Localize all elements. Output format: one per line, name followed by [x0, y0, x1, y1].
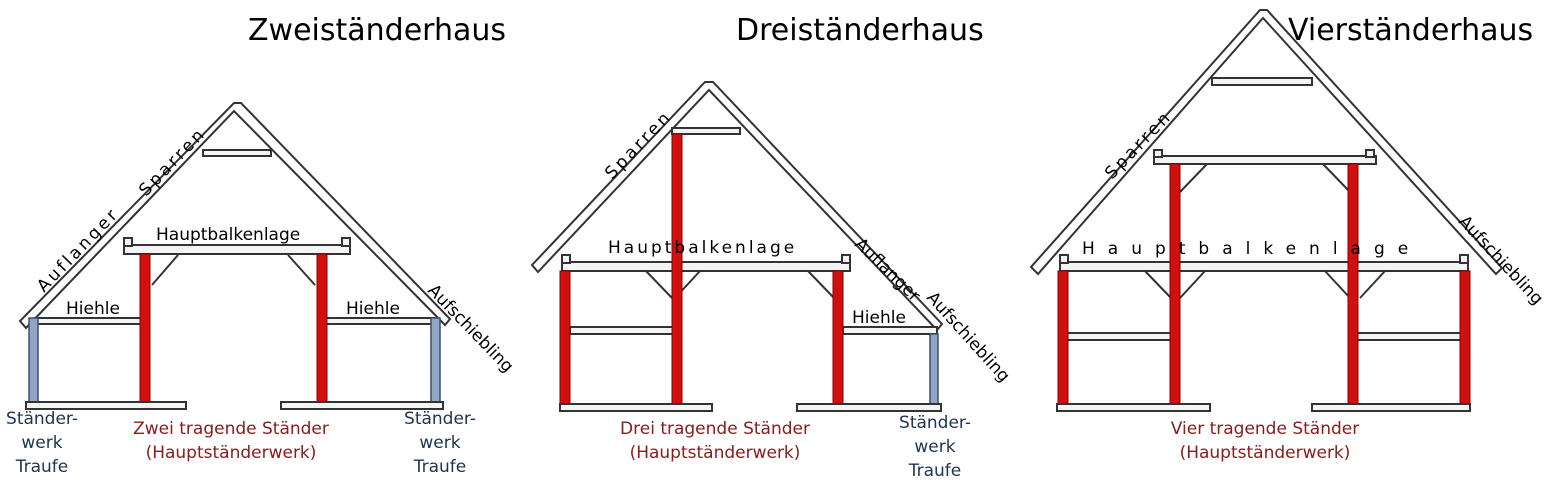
ground-sill-left: [25, 401, 187, 410]
main-post-left: [559, 270, 571, 405]
beam-end-right: [1459, 254, 1469, 264]
label-sparren: Sparren: [601, 107, 676, 184]
ground-sill-right: [796, 403, 942, 412]
collar-beam: [671, 127, 741, 135]
side-post-right: [430, 317, 441, 403]
label-side-line2: werk: [419, 433, 460, 453]
label-hiehle-right: Hiehle: [852, 308, 906, 328]
beam-end-left: [1153, 149, 1163, 158]
main-beam: [123, 244, 351, 255]
main-post-inner-left: [1169, 163, 1181, 405]
main-post-left: [139, 253, 151, 403]
caption-line2: (Hauptständerwerk): [1180, 443, 1351, 463]
house-title: Zweiständerhaus: [248, 13, 506, 48]
brace: [1144, 270, 1172, 299]
main-beam: [561, 261, 851, 272]
beam-end-right: [341, 237, 351, 247]
brace: [287, 254, 316, 286]
label-side-line1: Ständer-: [899, 413, 971, 433]
label-auflanger: Auflanger: [33, 204, 123, 297]
label-side-line2: werk: [21, 433, 62, 453]
ground-sill-right: [280, 401, 444, 410]
beam-end-left: [561, 254, 571, 264]
beam-end-left: [123, 237, 133, 247]
label-sparren: Sparren: [135, 124, 210, 201]
ground-sill-right: [1311, 403, 1471, 412]
label-hauptbalkenlage: Hauptbalkenlage: [608, 238, 797, 258]
brace: [1324, 270, 1351, 299]
label-hiehle-right: Hiehle: [346, 299, 400, 319]
side-beam-left: [1065, 332, 1173, 341]
label-side-line3: Traufe: [413, 457, 467, 477]
brace: [1179, 270, 1206, 299]
roof-rafters: [18, 102, 452, 330]
caption-line1: Drei tragende Ständer: [620, 419, 810, 439]
caption-line2: (Hauptständerwerk): [146, 443, 317, 463]
main-post-center: [671, 133, 683, 405]
house-zweistaenderhaus: Zweiständerhaus Sparren Hauptbalkenlage …: [6, 13, 517, 477]
brace: [1322, 163, 1351, 193]
label-side-line2: werk: [914, 437, 955, 457]
caption-line1: Vier tragende Ständer: [1171, 419, 1359, 439]
label-side-line1: Ständer-: [404, 409, 476, 429]
beam-end-left: [1059, 254, 1069, 264]
label-side-line1: Ständer-: [6, 409, 78, 429]
brace: [1359, 270, 1386, 299]
roof-rafters: [530, 81, 944, 332]
roof-rafters: [1029, 9, 1504, 276]
caption-line2: (Hauptständerwerk): [630, 443, 801, 463]
brace: [151, 254, 179, 286]
label-hauptbalkenlage: Hauptbalkenlage: [156, 225, 300, 245]
beam-end-right: [841, 254, 851, 264]
label-hauptbalkenlage: Hauptbalkenlage: [1082, 239, 1421, 259]
label-sparren: Sparren: [1101, 107, 1176, 184]
brace: [645, 270, 673, 299]
side-post-left: [28, 317, 39, 403]
collar-beam: [202, 149, 272, 157]
label-auflanger: Auflanger: [851, 234, 924, 306]
label-side-line3: Traufe: [908, 461, 962, 481]
side-beam-right: [1355, 332, 1463, 341]
house-dreistaenderhaus: Dreiständerhaus Sparren Hauptbalkenlage …: [530, 13, 1014, 481]
main-post-outer-right: [1459, 270, 1471, 405]
ground-sill-left: [559, 403, 713, 412]
main-post-inner-right: [1347, 163, 1359, 405]
label-side-line3: Traufe: [15, 457, 69, 477]
house-title: Vierständerhaus: [1288, 13, 1533, 48]
lower-beam: [569, 326, 677, 335]
main-post-outer-left: [1057, 270, 1069, 405]
caption-line1: Zwei tragende Ständer: [133, 419, 329, 439]
side-beam-right: [842, 326, 938, 335]
label-hiehle-left: Hiehle: [66, 299, 120, 319]
beam-end-right: [1365, 149, 1375, 158]
collar-beam-top: [1211, 77, 1313, 86]
main-post-right: [316, 253, 328, 403]
collar-beam: [1153, 155, 1377, 165]
brace: [807, 270, 835, 299]
house-title: Dreiständerhaus: [736, 13, 984, 48]
ground-sill-left: [1056, 403, 1211, 412]
brace: [1179, 163, 1208, 193]
house-vierstaenderhaus: Vierständerhaus Sparren Hauptbalkenlage …: [1029, 9, 1547, 463]
main-beam: [1059, 261, 1469, 272]
side-post-right: [929, 333, 939, 405]
main-post-right: [832, 270, 844, 405]
